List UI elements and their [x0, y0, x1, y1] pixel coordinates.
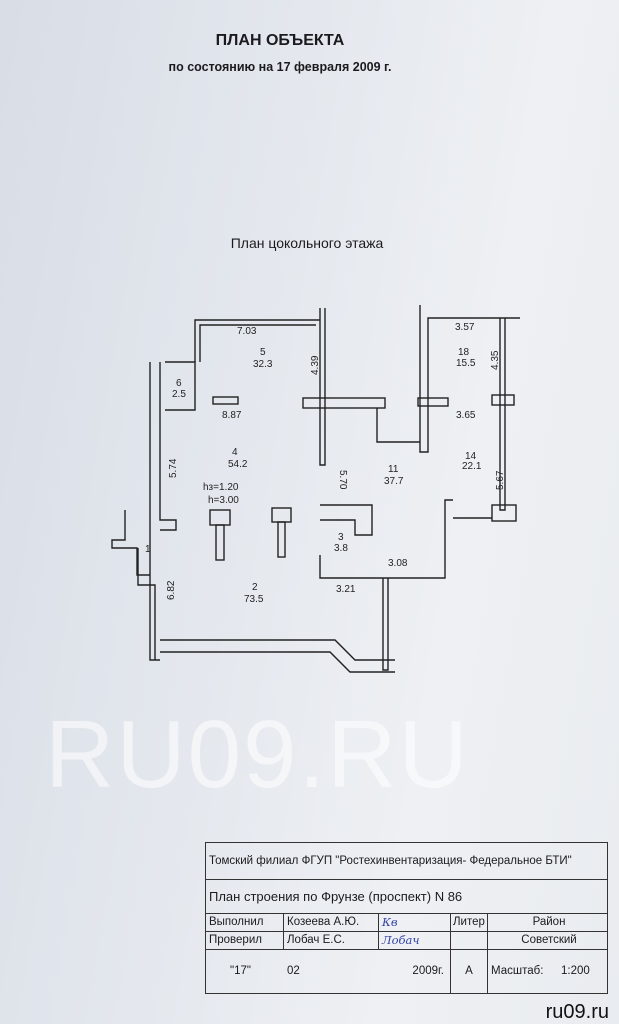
- room-number: 2: [252, 582, 258, 593]
- room-area: 15.5: [456, 358, 476, 369]
- date-month: 02: [287, 965, 300, 977]
- room-area: 37.7: [384, 476, 404, 487]
- date-year: 2009г.: [379, 949, 451, 993]
- dimension: 7.03: [237, 326, 257, 337]
- room-number: 6: [176, 378, 182, 389]
- organization: Томский филиал ФГУП "Ростехинвентаризаци…: [209, 855, 572, 867]
- floor-title: План цокольного этажа: [230, 235, 384, 251]
- room-area: 3.8: [334, 543, 348, 554]
- dimension: 4.35: [490, 350, 501, 370]
- watermark: RU09.RU: [45, 701, 470, 808]
- scale: 1:200: [561, 965, 590, 977]
- checked-label: Проверил: [206, 931, 284, 949]
- room-number: 4: [232, 447, 238, 458]
- room-area: 32.3: [253, 359, 273, 370]
- dimension: 3.57: [455, 322, 475, 333]
- dimension: 5.70: [337, 470, 348, 490]
- site-watermark: ru09.ru: [545, 1001, 609, 1023]
- height-label: hз=1.20: [203, 482, 239, 493]
- room-number: 11: [388, 464, 399, 475]
- room-number: 3: [338, 532, 344, 543]
- room-number: 14: [465, 451, 477, 462]
- room-number: 5: [260, 347, 266, 358]
- room-area: 22.1: [462, 461, 482, 472]
- floor-plan: 1 2 73.5 3 3.8 4 54.2 5 32.3 6 2.5 11 37…: [111, 305, 520, 673]
- liter-label: Литер: [451, 913, 488, 931]
- dimension: 3.08: [388, 558, 408, 569]
- dimension: 3.21: [336, 584, 356, 595]
- done-signature: Кв: [379, 913, 451, 931]
- district-label: Район: [532, 916, 566, 928]
- dimension: 3.65: [456, 410, 476, 421]
- done-label: Выполнил: [206, 913, 284, 931]
- room-labels: 1 2 73.5 3 3.8 4 54.2 5 32.3 6 2.5 11 37…: [145, 347, 482, 605]
- building-address: План строения по Фрунзе (проспект) N 86: [209, 888, 463, 904]
- document-subtitle: по состоянию на 17 февраля 2009 г.: [168, 60, 392, 74]
- done-name: Козеева А.Ю.: [284, 913, 379, 931]
- title-block: Томский филиал ФГУП "Ростехинвентаризаци…: [205, 842, 608, 994]
- room-number: 18: [458, 347, 470, 358]
- room-area: 2.5: [172, 389, 186, 400]
- dimension: 5.67: [495, 470, 506, 490]
- room-area: 73.5: [244, 594, 264, 605]
- district: Советский: [521, 934, 577, 946]
- dimension: 4.39: [310, 355, 321, 375]
- height-label: h=3.00: [208, 495, 239, 506]
- document-title: ПЛАН ОБЪЕКТА: [215, 32, 345, 49]
- dimension: 6.82: [166, 580, 177, 600]
- checked-name: Лобач Е.С.: [284, 931, 379, 949]
- walls: [111, 305, 520, 673]
- liter: А: [451, 949, 488, 993]
- date-day: "17": [230, 965, 251, 977]
- room-number: 1: [145, 544, 151, 555]
- checked-signature: Лобач: [379, 931, 451, 949]
- dimension: 8.87: [222, 410, 242, 421]
- room-area: 54.2: [228, 459, 248, 470]
- dimension-labels: 7.03 4.39 8.87 5.74 5.70 6.82 3.21 3.08 …: [166, 322, 506, 600]
- dimension: 5.74: [168, 458, 179, 478]
- scale-label: Масштаб:: [491, 965, 544, 977]
